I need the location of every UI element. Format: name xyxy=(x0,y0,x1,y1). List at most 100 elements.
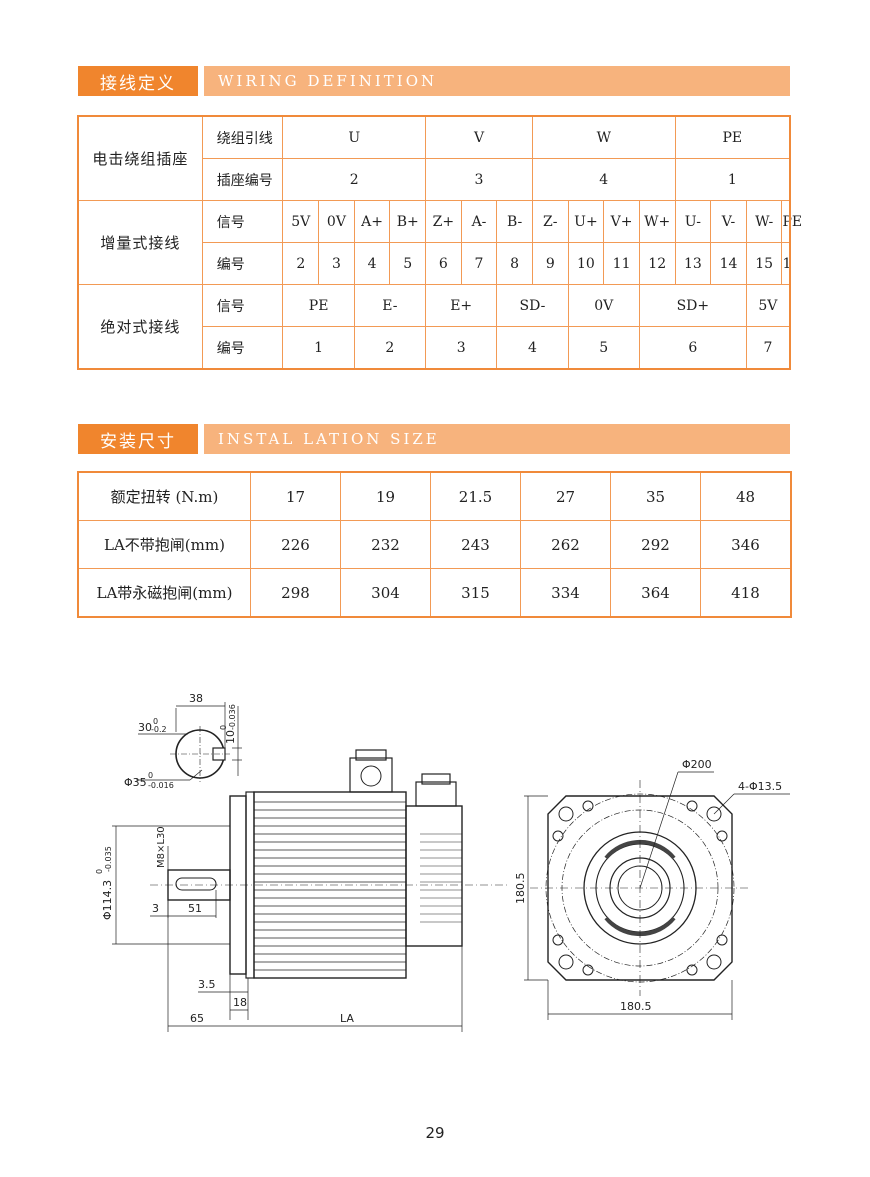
cell: 11 xyxy=(603,242,640,285)
shaft-section xyxy=(136,702,242,782)
cell: 15 xyxy=(745,242,783,285)
cell: SD- xyxy=(496,284,569,327)
table-row: LA带永磁抱闸(mm) 298 304 315 334 364 418 xyxy=(78,568,791,617)
cell: 4 xyxy=(531,158,676,201)
cell: U xyxy=(282,116,427,159)
row-head: 绕组引线 xyxy=(201,116,284,159)
cell: 5V xyxy=(745,284,791,327)
cell: W+ xyxy=(638,200,676,243)
dim-phi114-tol-up: 0 xyxy=(95,869,104,874)
cell: Z+ xyxy=(425,200,462,243)
dim-phi35-tol-up: 0 xyxy=(148,771,153,780)
absolute-label: 绝对式接线 xyxy=(78,284,203,369)
cell: 334 xyxy=(520,568,611,617)
cell: 17 xyxy=(250,472,341,521)
cell: 7 xyxy=(460,242,498,285)
cell: 3 xyxy=(425,158,533,201)
row-head: 信号 xyxy=(201,200,284,243)
cell: 418 xyxy=(700,568,791,617)
dim-38: 38 xyxy=(189,692,203,705)
incremental-label: 增量式接线 xyxy=(78,200,203,285)
cell: 35 xyxy=(610,472,701,521)
cell: U+ xyxy=(567,200,605,243)
cell: 3 xyxy=(318,242,355,285)
dim-180-5-vertical: 180.5 xyxy=(514,873,527,905)
cell: 10 xyxy=(567,242,605,285)
cell: SD+ xyxy=(638,284,747,327)
cell: 0V xyxy=(318,200,355,243)
motor-socket-label: 电击绕组插座 xyxy=(78,116,203,201)
cell: 12 xyxy=(638,242,676,285)
motor-side-view xyxy=(112,749,510,1032)
table-row: 增量式接线 信号 5V 0V A+ B+ Z+ A- B- Z- U+ V+ W… xyxy=(78,200,802,285)
table-row: 电击绕组插座 绕组引线 U V W PE xyxy=(78,116,791,201)
cell: 1 xyxy=(674,158,791,201)
row-head: LA带永磁抱闸(mm) xyxy=(78,568,251,617)
cell: 6 xyxy=(638,326,747,369)
wiring-title-cn: 接线定义 xyxy=(78,66,198,96)
cell: 226 xyxy=(250,520,341,569)
cell: PE xyxy=(674,116,791,159)
cell: 14 xyxy=(710,242,747,285)
table-row: 编号 2 3 4 5 6 7 8 9 10 11 12 13 14 15 1 xyxy=(79,242,791,285)
dim-3-5: 3.5 xyxy=(198,978,216,991)
row-head: 编号 xyxy=(201,326,284,369)
cell: A- xyxy=(460,200,498,243)
motor-front-view xyxy=(524,771,790,1020)
install-section-header: 安装尺寸 INSTAL LATION SIZE xyxy=(78,424,790,454)
dim-holes: 4-Φ13.5 xyxy=(738,780,782,793)
dim-51: 51 xyxy=(188,902,202,915)
row-head: 编号 xyxy=(201,242,284,285)
cell: 2 xyxy=(282,242,320,285)
cell: 3 xyxy=(425,326,498,369)
dim-la: LA xyxy=(340,1012,354,1025)
dim-phi114: Φ114.3 xyxy=(101,880,114,920)
table-row: 编号 1 2 3 4 5 6 7 xyxy=(79,326,791,369)
dim-phi114-tol: -0.035 xyxy=(104,846,113,872)
dim-10-tol: -0.036 xyxy=(228,704,237,730)
cell: A+ xyxy=(353,200,391,243)
install-title-cn: 安装尺寸 xyxy=(78,424,198,454)
table-row: 额定扭转 (N.m) 17 19 21.5 27 35 48 xyxy=(78,472,791,521)
cell: 292 xyxy=(610,520,701,569)
dim-phi200: Φ200 xyxy=(682,758,712,771)
cell: 7 xyxy=(745,326,791,369)
cell: W- xyxy=(745,200,783,243)
dim-phi35-tol: -0.016 xyxy=(148,781,174,790)
dim-10-tol-up: 0 xyxy=(219,725,228,730)
cell: 5V xyxy=(282,200,320,243)
row-head: LA不带抱闸(mm) xyxy=(78,520,251,569)
dim-30: 30 xyxy=(138,721,152,734)
dim-65: 65 xyxy=(190,1012,204,1025)
cell: W xyxy=(531,116,676,159)
cell: 2 xyxy=(282,158,427,201)
cell: 21.5 xyxy=(430,472,521,521)
cell: B- xyxy=(496,200,533,243)
cell: V- xyxy=(710,200,747,243)
cell: 5 xyxy=(389,242,427,285)
cell: 1 xyxy=(282,326,355,369)
cell: 232 xyxy=(340,520,431,569)
cell: 48 xyxy=(700,472,791,521)
row-head: 信号 xyxy=(201,284,284,327)
cell: 13 xyxy=(674,242,712,285)
table-row: 绝对式接线 信号 PE E- E+ SD- 0V SD+ 5V xyxy=(78,284,791,369)
cell: 9 xyxy=(531,242,569,285)
dim-18: 18 xyxy=(233,996,247,1009)
cell: 243 xyxy=(430,520,521,569)
row-head: 插座编号 xyxy=(201,158,284,201)
cell: E+ xyxy=(425,284,498,327)
cell: 298 xyxy=(250,568,341,617)
cell: 346 xyxy=(700,520,791,569)
row-head: 额定扭转 (N.m) xyxy=(78,472,251,521)
table-row: LA不带抱闸(mm) 226 232 243 262 292 346 xyxy=(78,520,791,569)
page-number: 29 xyxy=(425,1124,445,1142)
cell: 2 xyxy=(353,326,427,369)
cell: V xyxy=(425,116,533,159)
cell: PE xyxy=(282,284,355,327)
install-title-en: INSTAL LATION SIZE xyxy=(204,424,790,454)
cell: E- xyxy=(353,284,427,327)
dim-30-tol-up: 0 xyxy=(153,717,158,726)
dim-3: 3 xyxy=(152,902,159,915)
cell: 4 xyxy=(353,242,391,285)
